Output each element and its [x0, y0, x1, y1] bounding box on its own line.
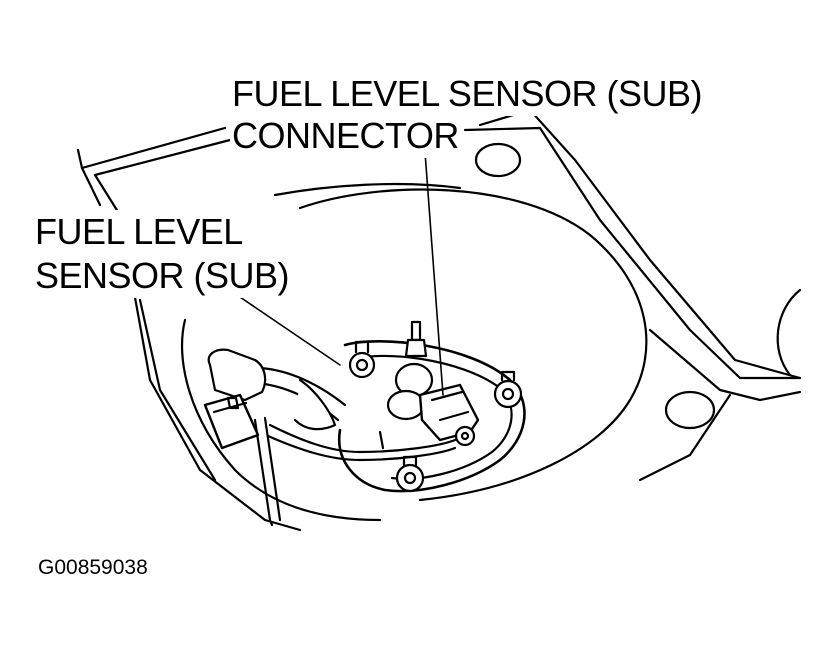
fuel-fitting: [386, 320, 434, 421]
sensor-label-line1: FUEL LEVEL: [33, 210, 245, 254]
connector-label-line1: FUEL LEVEL SENSOR (SUB): [230, 72, 704, 116]
figure-id: G00859038: [38, 556, 148, 579]
tank-opening: [180, 182, 648, 522]
leader-lines: [236, 151, 444, 396]
harness-connector: [203, 348, 337, 450]
sensor-connector: [418, 383, 480, 447]
panel-holes: [474, 142, 716, 430]
sensor-label-line2: SENSOR (SUB): [33, 254, 292, 298]
mounting-bolts: [348, 340, 523, 493]
connector-label-line2: CONNECTOR: [230, 114, 461, 158]
sensor-plate: [337, 340, 526, 493]
body-panel: [76, 108, 802, 532]
